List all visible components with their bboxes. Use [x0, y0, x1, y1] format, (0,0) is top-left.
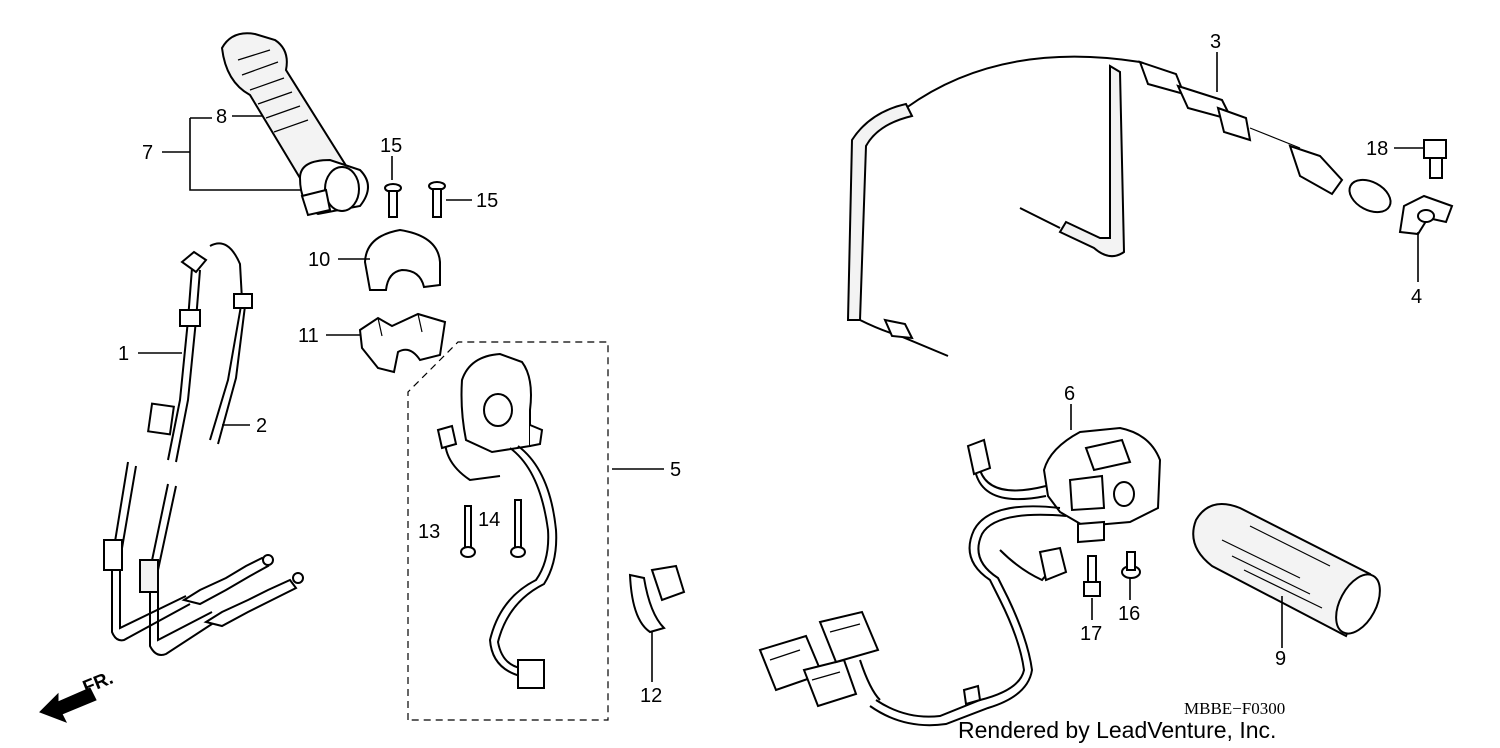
throttle-cables [103, 242, 304, 656]
callout-13: 13 [418, 521, 440, 543]
cable-band-12 [628, 564, 686, 634]
choke-clamp-4 [1398, 194, 1454, 236]
callout-17: 17 [1080, 623, 1102, 645]
left-switch-assembly [758, 426, 1162, 727]
front-arrow-label: FR. [80, 668, 116, 699]
callout-18: 18 [1366, 138, 1388, 160]
front-arrow-icon [39, 687, 97, 723]
switch-group-box [407, 341, 609, 721]
screw-17 [1083, 555, 1101, 597]
leader-lines [138, 52, 1424, 682]
callout-6: 6 [1064, 383, 1075, 405]
callout-1: 1 [118, 343, 129, 365]
choke-cable [846, 55, 1392, 357]
bolt-18 [1423, 139, 1447, 179]
callout-7: 7 [142, 142, 153, 164]
callout-16: 16 [1118, 603, 1140, 625]
callout-15a: 15 [380, 135, 402, 157]
credit-text: Rendered by LeadVenture, Inc. [958, 717, 1276, 743]
screw-15a [384, 183, 402, 218]
callout-11: 11 [298, 325, 319, 347]
callout-14: 14 [478, 509, 500, 531]
callout-10: 10 [308, 249, 330, 271]
callout-2: 2 [256, 415, 267, 437]
throttle-housing-upper [363, 228, 441, 291]
screw-16 [1121, 551, 1141, 579]
screw-15b [428, 181, 446, 218]
callout-15b: 15 [476, 190, 498, 212]
left-grip [1192, 503, 1381, 638]
callout-4: 4 [1411, 286, 1422, 308]
callout-5: 5 [670, 459, 681, 481]
diagram-code: MBBE−F0300 [1184, 699, 1285, 718]
throttle-grip [220, 32, 369, 217]
bolt-13 [460, 505, 476, 558]
callout-3: 3 [1210, 31, 1221, 53]
callout-8: 8 [216, 106, 227, 128]
callout-9: 9 [1275, 648, 1286, 670]
callout-12: 12 [640, 685, 662, 707]
bolt-14 [510, 499, 526, 558]
throttle-housing-lower [358, 312, 447, 374]
right-switch-assembly [436, 352, 558, 689]
callouts: 1 2 3 4 5 6 7 8 9 10 11 12 13 14 15 15 1… [118, 31, 1422, 707]
front-arrow: FR. [39, 668, 116, 723]
